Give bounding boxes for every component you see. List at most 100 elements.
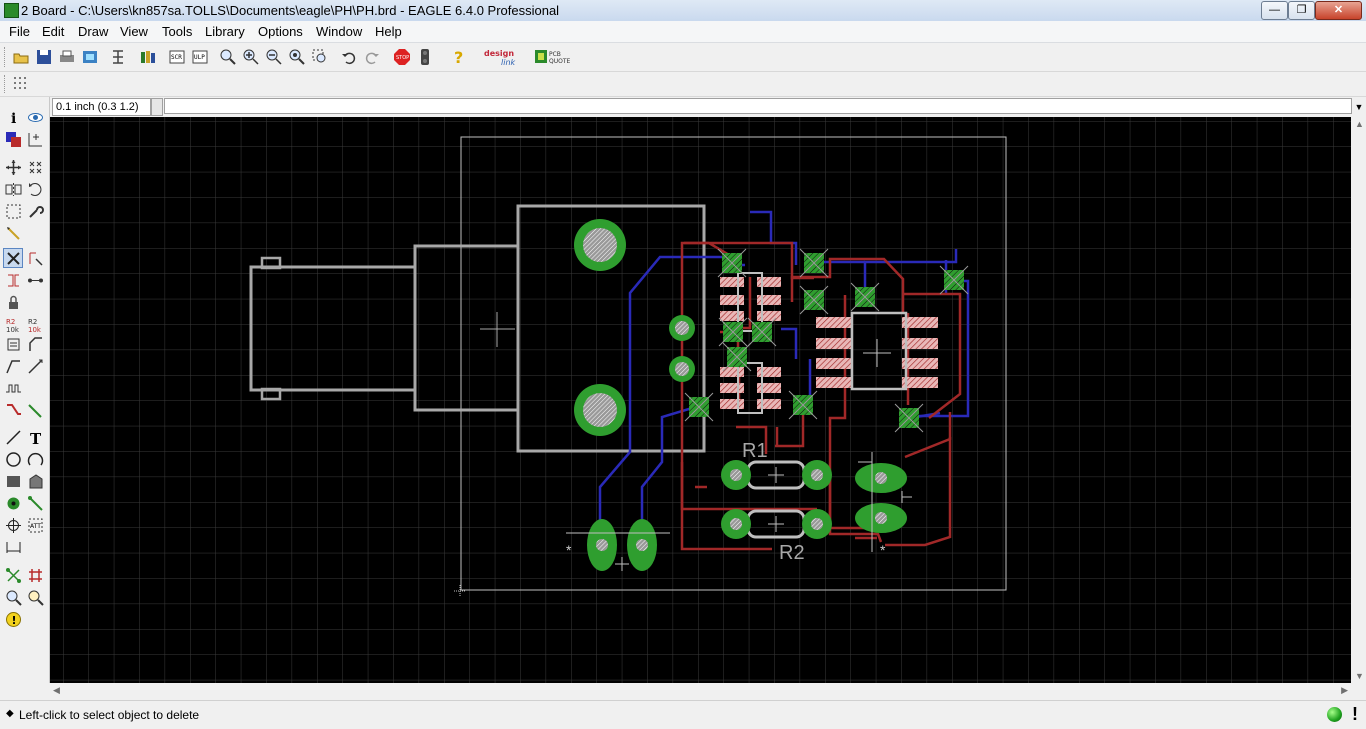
- via-icon[interactable]: [3, 493, 23, 513]
- autorouter-icon[interactable]: [25, 565, 45, 585]
- minimize-button[interactable]: —: [1261, 1, 1288, 20]
- eagle-app-icon: [4, 3, 19, 18]
- menu-options[interactable]: Options: [258, 24, 303, 39]
- status-indicator-icon[interactable]: [1327, 707, 1342, 722]
- script-icon[interactable]: SCR: [167, 47, 187, 67]
- group-icon[interactable]: [3, 201, 23, 221]
- erc-icon[interactable]: [25, 587, 45, 607]
- zoom-select-icon[interactable]: [310, 47, 330, 67]
- maximize-button[interactable]: ❐: [1288, 1, 1315, 20]
- redo-icon[interactable]: [362, 47, 382, 67]
- attribute-icon[interactable]: ATT: [25, 515, 45, 535]
- command-history-dropdown[interactable]: ▼: [1354, 102, 1364, 112]
- split-icon[interactable]: [3, 356, 23, 376]
- menu-view[interactable]: View: [120, 24, 148, 39]
- coordinate-display: 0.1 inch (0.3 1.2): [52, 98, 151, 116]
- delete-icon[interactable]: [3, 248, 23, 268]
- hole-icon[interactable]: [3, 515, 23, 535]
- horizontal-scrollbar[interactable]: ◀ ▶: [50, 683, 1351, 698]
- resistor-r1: [721, 460, 832, 490]
- help-icon[interactable]: ?: [449, 47, 469, 67]
- miter-icon[interactable]: [25, 334, 45, 354]
- vias: [684, 248, 969, 433]
- arc-icon[interactable]: [25, 449, 45, 469]
- info-icon[interactable]: i: [3, 107, 23, 127]
- open-icon[interactable]: [11, 47, 31, 67]
- board-canvas[interactable]: R1 R2 * *: [50, 117, 1351, 683]
- pinswap-icon[interactable]: [3, 270, 23, 290]
- move-icon[interactable]: [3, 157, 23, 177]
- undo-icon[interactable]: [339, 47, 359, 67]
- wire-icon[interactable]: [3, 427, 23, 447]
- go-icon[interactable]: [415, 47, 435, 67]
- drc-icon[interactable]: [3, 587, 23, 607]
- display-layers-icon[interactable]: [3, 129, 23, 149]
- route-icon[interactable]: [3, 400, 23, 420]
- grid-icon[interactable]: [11, 74, 31, 94]
- close-button[interactable]: ✕: [1315, 1, 1362, 20]
- print-icon[interactable]: [57, 47, 77, 67]
- r1-label: R1: [742, 440, 768, 462]
- replace-icon[interactable]: [25, 270, 45, 290]
- ripup-icon[interactable]: [25, 400, 45, 420]
- optimize-icon[interactable]: [25, 356, 45, 376]
- menu-draw[interactable]: Draw: [78, 24, 109, 39]
- vertical-scrollbar[interactable]: ▲ ▼: [1351, 117, 1366, 683]
- polygon-icon[interactable]: [25, 471, 45, 491]
- paste-icon[interactable]: [3, 223, 23, 243]
- stop-icon[interactable]: STOP: [392, 47, 412, 67]
- scroll-left-icon[interactable]: ◀: [53, 685, 60, 695]
- change-wrench-icon[interactable]: [25, 201, 45, 221]
- stop-command-icon[interactable]: !: [1352, 704, 1358, 724]
- errors-icon[interactable]: !: [3, 609, 23, 629]
- menu-library[interactable]: Library: [205, 24, 245, 39]
- smash-icon[interactable]: [3, 334, 23, 354]
- menu-tools[interactable]: Tools: [162, 24, 193, 39]
- rectangle-icon[interactable]: [3, 471, 23, 491]
- menu-bar: File Edit Draw View Tools Library Option…: [0, 21, 1366, 43]
- copy-icon[interactable]: [25, 157, 45, 177]
- menu-window[interactable]: Window: [316, 24, 363, 39]
- save-icon[interactable]: [34, 47, 54, 67]
- circle-icon[interactable]: [3, 449, 23, 469]
- scroll-right-icon[interactable]: ▶: [1341, 685, 1348, 695]
- add-icon[interactable]: [25, 248, 45, 268]
- menu-file[interactable]: File: [9, 24, 30, 39]
- coordinate-toggle-button[interactable]: [151, 98, 163, 116]
- bnc-connector: [249, 204, 706, 453]
- menu-edit[interactable]: Edit: [42, 24, 65, 39]
- signal-icon[interactable]: [25, 493, 45, 513]
- mirror-icon[interactable]: [3, 179, 23, 199]
- svg-text:link: link: [501, 58, 516, 67]
- meander-icon[interactable]: [3, 378, 23, 398]
- zoom-fit-icon[interactable]: [218, 47, 238, 67]
- scroll-up-icon[interactable]: ▲: [1355, 119, 1364, 129]
- svg-text:R2: R2: [6, 318, 15, 326]
- show-eye-icon[interactable]: [25, 107, 45, 127]
- mark-icon[interactable]: [25, 129, 45, 149]
- zoom-in-icon[interactable]: [241, 47, 261, 67]
- parameter-toolbar: [0, 72, 1366, 97]
- scroll-down-icon[interactable]: ▼: [1355, 671, 1364, 681]
- zoom-out-icon[interactable]: [264, 47, 284, 67]
- text-icon[interactable]: T: [25, 427, 45, 447]
- menu-help[interactable]: Help: [375, 24, 402, 39]
- bnc-mount-holes: [574, 219, 695, 436]
- smd-footprints: [720, 272, 938, 414]
- ratsnest-icon[interactable]: [3, 565, 23, 585]
- zoom-redraw-icon[interactable]: [287, 47, 307, 67]
- dimension-icon[interactable]: [3, 537, 23, 557]
- library-icon[interactable]: [138, 47, 158, 67]
- lock-icon[interactable]: [3, 292, 23, 312]
- command-line-input[interactable]: [164, 98, 1352, 114]
- star-right-label: *: [880, 542, 886, 558]
- switch-to-schematic-icon[interactable]: [108, 47, 128, 67]
- rotate-icon[interactable]: [25, 179, 45, 199]
- cam-processor-icon[interactable]: [80, 47, 100, 67]
- ulp-icon[interactable]: ULP: [190, 47, 210, 67]
- status-message: Left-click to select object to delete: [19, 708, 200, 722]
